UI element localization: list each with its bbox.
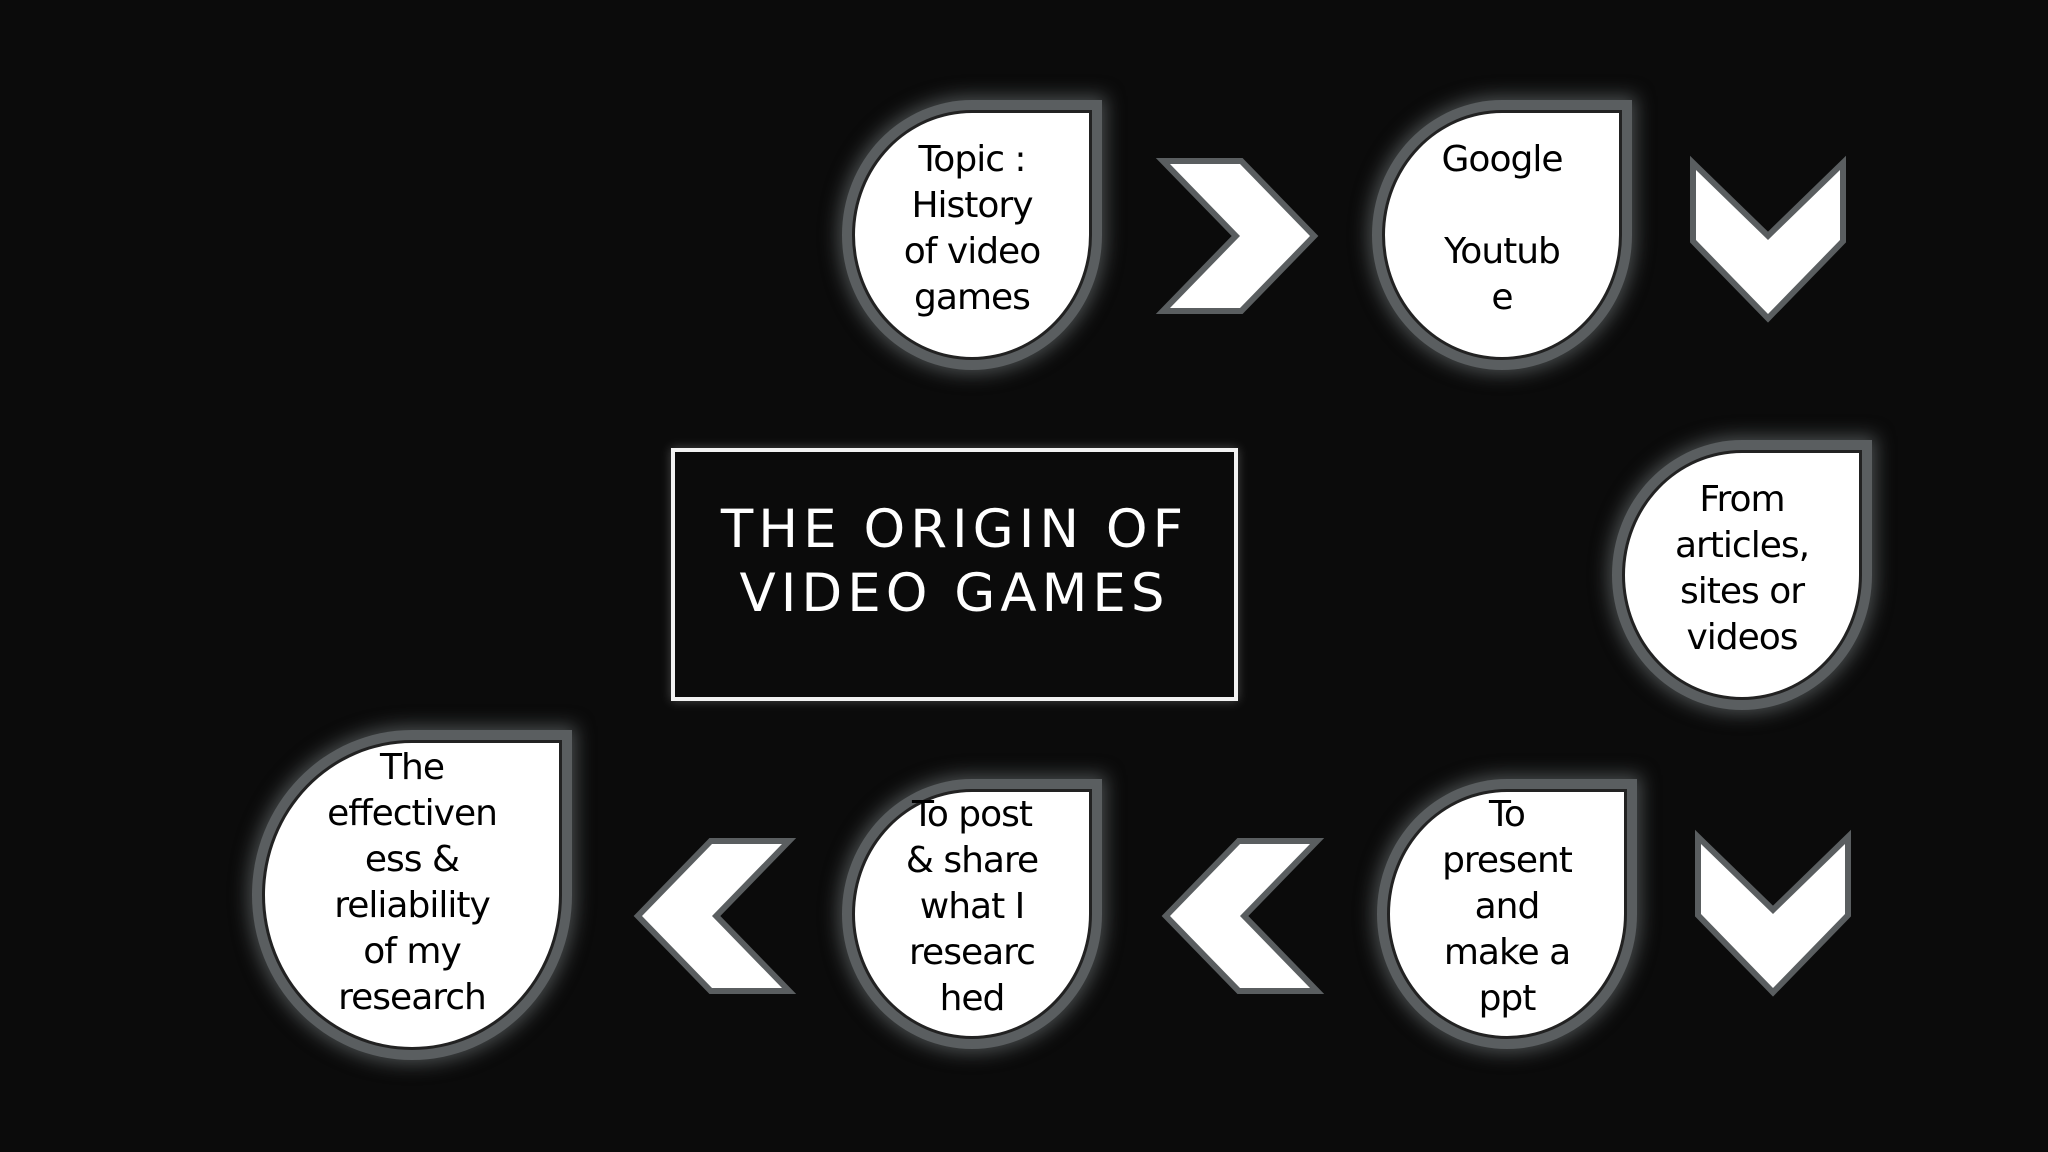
node-present-line-3: and — [1474, 886, 1541, 927]
node-topic: Topic : History of video games — [852, 110, 1092, 360]
node-present-line-2: present — [1442, 840, 1573, 881]
node-post-share-line-4: researc — [909, 932, 1036, 973]
node-effectiveness-line-5: of my — [363, 931, 462, 972]
chevron-down-icon — [1690, 155, 1846, 323]
node-post-share-line-2: & share — [905, 840, 1039, 881]
node-sources: Google Youtub e — [1382, 110, 1622, 360]
node-sources-line-1: Google — [1441, 139, 1564, 180]
node-effectiveness-line-4: reliability — [334, 885, 491, 926]
node-effectiveness-line-6: research — [338, 977, 487, 1018]
node-topic-line-1: Topic : — [918, 139, 1026, 180]
node-from-articles-line-4: videos — [1686, 617, 1798, 658]
node-post-share-line-3: what I — [919, 886, 1026, 927]
chevron-down-icon — [1695, 829, 1851, 997]
node-effectiveness-line-2: effectiven — [327, 793, 498, 834]
node-from-articles: From articles, sites or videos — [1622, 450, 1862, 700]
chevron-left-icon — [633, 838, 797, 994]
node-sources-line-4: e — [1491, 277, 1513, 318]
node-from-articles-line-2: articles, — [1674, 525, 1810, 566]
node-topic-line-4: games — [914, 277, 1031, 318]
node-effectiveness-line-1: The — [380, 747, 445, 788]
title-line-2: VIDEO GAMES — [739, 563, 1170, 624]
node-topic-line-2: History — [911, 185, 1033, 226]
node-sources-line-2 — [1395, 183, 1609, 229]
node-post-share: To post & share what I researc hed — [852, 789, 1092, 1039]
title-box: THE ORIGIN OF VIDEO GAMES — [671, 448, 1238, 701]
node-sources-line-3: Youtub — [1444, 231, 1561, 272]
node-topic-line-3: of video — [903, 231, 1041, 272]
chevron-left-icon — [1161, 838, 1325, 994]
node-present: To present and make a ppt — [1387, 789, 1627, 1039]
node-present-line-4: make a — [1443, 932, 1571, 973]
node-from-articles-line-1: From — [1699, 479, 1785, 520]
node-present-line-1: To — [1489, 794, 1526, 835]
title-line-1: THE ORIGIN OF — [720, 499, 1189, 560]
node-post-share-line-1: To post — [911, 794, 1033, 835]
node-effectiveness-line-3: ess & — [364, 839, 460, 880]
node-effectiveness: The effectiven ess & reliability of my r… — [262, 740, 562, 1050]
node-post-share-line-5: hed — [939, 978, 1006, 1019]
node-present-line-5: ppt — [1478, 978, 1537, 1019]
slide-title: THE ORIGIN OF VIDEO GAMES — [675, 498, 1234, 626]
chevron-right-icon — [1155, 158, 1319, 314]
node-from-articles-line-3: sites or — [1679, 571, 1805, 612]
